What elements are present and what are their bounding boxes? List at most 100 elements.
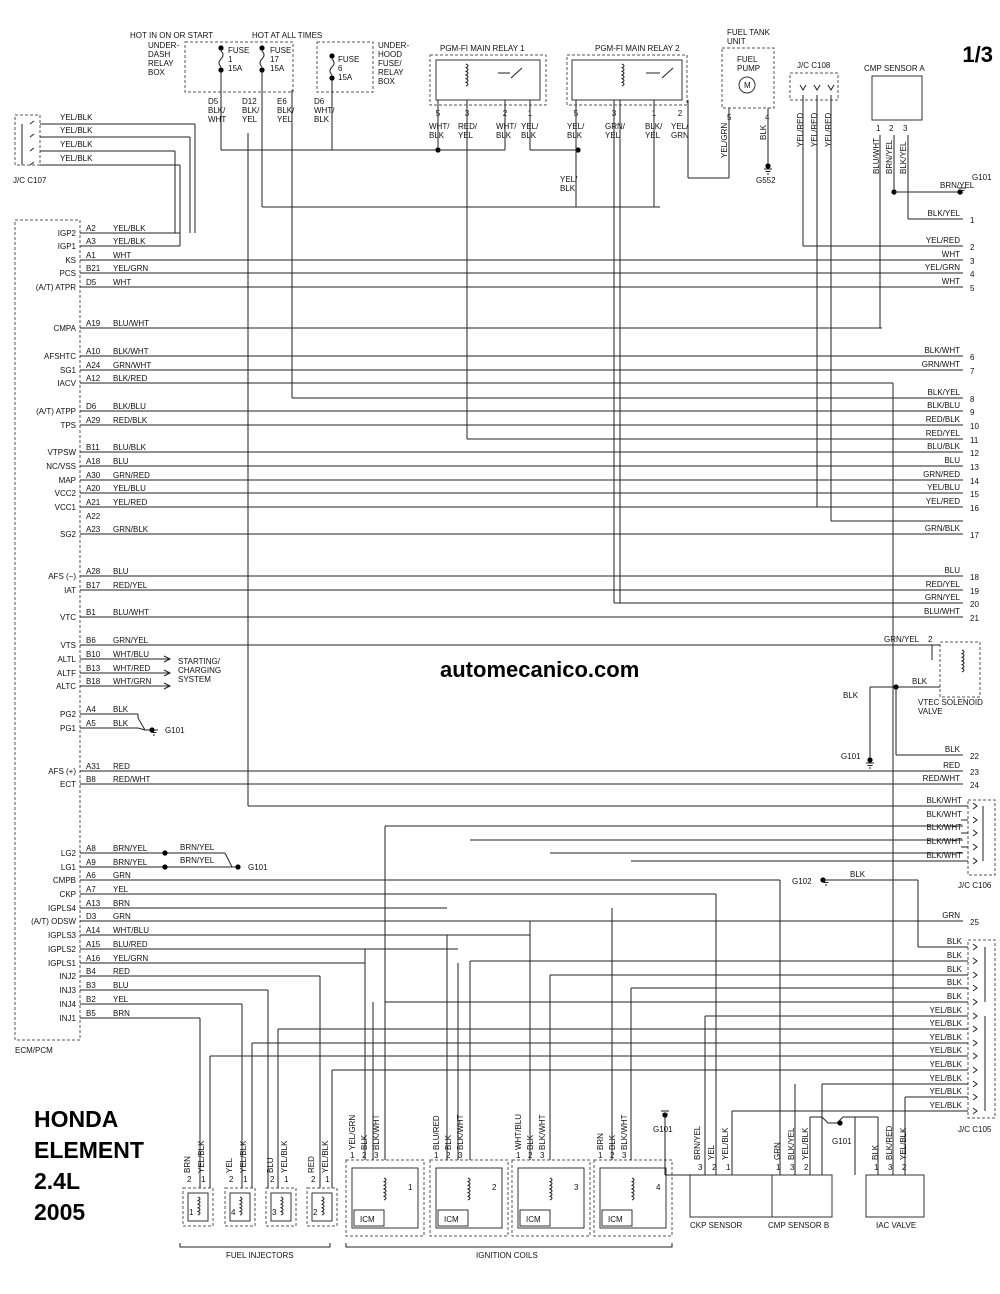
injector-coil [320, 1196, 325, 1216]
wire-color-label: YEL [225, 1157, 234, 1173]
connector-pin-number: 3 [970, 257, 975, 266]
ignition-coil-3 [511, 1159, 591, 1237]
relay-pin-wire: BLK [567, 131, 583, 140]
ecm-terminal-name: SG2 [60, 530, 77, 539]
relay2-inner [571, 59, 683, 101]
under-dash-fuse-box [184, 41, 294, 93]
wire-color-label: BLK/RED [113, 374, 147, 383]
cmp-sensor-b-label: CMP SENSOR B [768, 1221, 829, 1230]
wire-color-label: YEL/BLK [930, 1006, 963, 1015]
wire-color-label: BLK [560, 184, 576, 193]
wire-color-label: BRN/YEL [940, 181, 975, 190]
vehicle-title: 2.4L [34, 1168, 80, 1194]
connector-tab [972, 857, 978, 865]
wire-color-label: WHT/RED [113, 664, 151, 673]
ecm-pin-number: B2 [86, 995, 96, 1004]
pin-number: 1 [350, 1151, 355, 1160]
ecm-pin-number: A1 [86, 251, 96, 260]
ecm-terminal-name: VTC [60, 613, 76, 622]
wire-color-label: BLK [113, 705, 129, 714]
vtec-solenoid-box [939, 641, 981, 698]
ground-wire [810, 1116, 855, 1124]
ecm-terminal-name: NC/VSS [46, 462, 76, 471]
wire-color-label: GRN/RED [113, 471, 150, 480]
ecm-terminal-name: ALTF [57, 669, 76, 678]
wire-color-label: BLK/YEL [928, 209, 961, 218]
wire-color-label: BLK/WHT [926, 851, 962, 860]
wire-color-label: GRN/RED [923, 470, 960, 479]
splice-dot [162, 864, 168, 870]
wire-color-label: BLU/BLK [113, 443, 147, 452]
relay-pin-wire: RED/ [458, 122, 478, 131]
fuse-pin-label: D5 [208, 97, 219, 106]
relay-pin-wire: BLK [496, 131, 512, 140]
ecm-pin-number: B4 [86, 967, 96, 976]
pin-number: 2 [902, 1163, 907, 1172]
ecm-pin-number: A12 [86, 374, 101, 383]
wire-color-label: BLK [759, 124, 768, 140]
wire-color-label: YEL/BLK [60, 140, 93, 149]
relay-pin-wire: YEL/ [671, 122, 689, 131]
wire-color-label: BLK [871, 1144, 880, 1160]
wire-color-label: BLK [945, 745, 961, 754]
wire-color-label: BRN/YEL [113, 844, 148, 853]
iac-valve-label: IAC VALVE [876, 1221, 916, 1230]
wire-color-label: YEL/BLK [113, 224, 146, 233]
fuse-pin-label: WHT [208, 115, 226, 124]
connector-pin-number: 22 [970, 752, 979, 761]
ecm-pin-number: D3 [86, 912, 97, 921]
fuel-pump-label: PUMP [737, 64, 760, 73]
connector-tab [972, 1052, 978, 1060]
ecm-terminal-name: CMPA [53, 324, 76, 333]
pin-number: 3 [458, 1151, 463, 1160]
ecm-terminal-name: IGPLS1 [48, 959, 77, 968]
connector-pin-number: 13 [970, 463, 979, 472]
wire-color-label: YEL/GRN [113, 264, 148, 273]
wire-color-label: YEL/GRN [348, 1115, 357, 1150]
icm-label: ICM [360, 1215, 375, 1224]
vtec-coil [960, 649, 965, 673]
ckp-sensor-box [689, 1174, 773, 1218]
ecm-pin-number: A21 [86, 498, 101, 507]
wire-color-label: GRN/YEL [925, 593, 961, 602]
pin-number: 1 [598, 1151, 603, 1160]
ecm-terminal-name: IGPLS2 [48, 945, 77, 954]
wire-color-label: YEL/BLK [321, 1140, 330, 1173]
fuse-pin-label: BLK/ [277, 106, 295, 115]
wire-color-label: WHT [942, 277, 960, 286]
ecm-pin-number: A28 [86, 567, 101, 576]
wire-color-label: YEL/RED [926, 497, 960, 506]
ignition-coils-label: IGNITION COILS [476, 1251, 538, 1260]
icm-label: ICM [526, 1215, 541, 1224]
icm-label: ICM [608, 1215, 623, 1224]
ecm-pin-number: B18 [86, 677, 101, 686]
wire-color-label: WHT [942, 250, 960, 259]
wire-color-label: BLK/YEL [899, 141, 908, 174]
wire-color-label: YEL/RED [113, 498, 147, 507]
pin-number: 2 [229, 1175, 234, 1184]
wire-color-label: YEL/RED [796, 113, 805, 147]
relay-pin-number: 2 [678, 109, 683, 118]
injector-number: 3 [272, 1208, 277, 1217]
under-dash-box-label: DASH [148, 50, 170, 59]
wire-color-label: BLU/WHT [113, 608, 149, 617]
ecm-box [14, 219, 81, 1041]
ground-symbol [866, 762, 874, 769]
connector-pin-number: 10 [970, 422, 979, 431]
ecm-terminal-name: PCS [60, 269, 76, 278]
fuel-pump-motor-icon [738, 76, 756, 94]
wire-color-label: BLU [944, 456, 960, 465]
ckp-sensor-label: CKP SENSOR [690, 1221, 743, 1230]
fuse-pin-label: BLK [314, 115, 330, 124]
ground-label: G101 [972, 173, 992, 182]
ecm-pin-number: B8 [86, 775, 96, 784]
ground-symbol [958, 187, 966, 194]
wire-color-label: GRN/YEL [884, 635, 920, 644]
wire-color-label: BRN/YEL [885, 139, 894, 174]
wire-color-label: RED/YEL [926, 429, 961, 438]
pin-number: 2 [187, 1175, 192, 1184]
wire-color-label: BLK [947, 937, 963, 946]
under-dash-box-label: RELAY [148, 59, 174, 68]
relay-pin-wire: WHT/ [496, 122, 517, 131]
pin-number: 3 [374, 1151, 379, 1160]
